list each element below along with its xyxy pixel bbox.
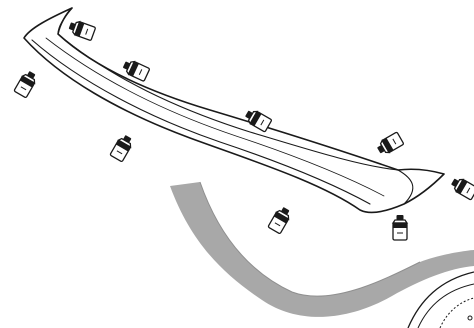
adhesive-bottle-icon bbox=[67, 19, 95, 41]
adhesive-bottle-icon bbox=[14, 69, 39, 98]
adhesive-bottle-icon bbox=[449, 175, 474, 200]
adhesive-bottle-icon bbox=[268, 205, 293, 234]
adhesive-bottle-icon bbox=[110, 133, 135, 162]
adhesive-bottle-icon bbox=[375, 132, 404, 157]
adhesive-bottle-icon bbox=[393, 215, 407, 240]
